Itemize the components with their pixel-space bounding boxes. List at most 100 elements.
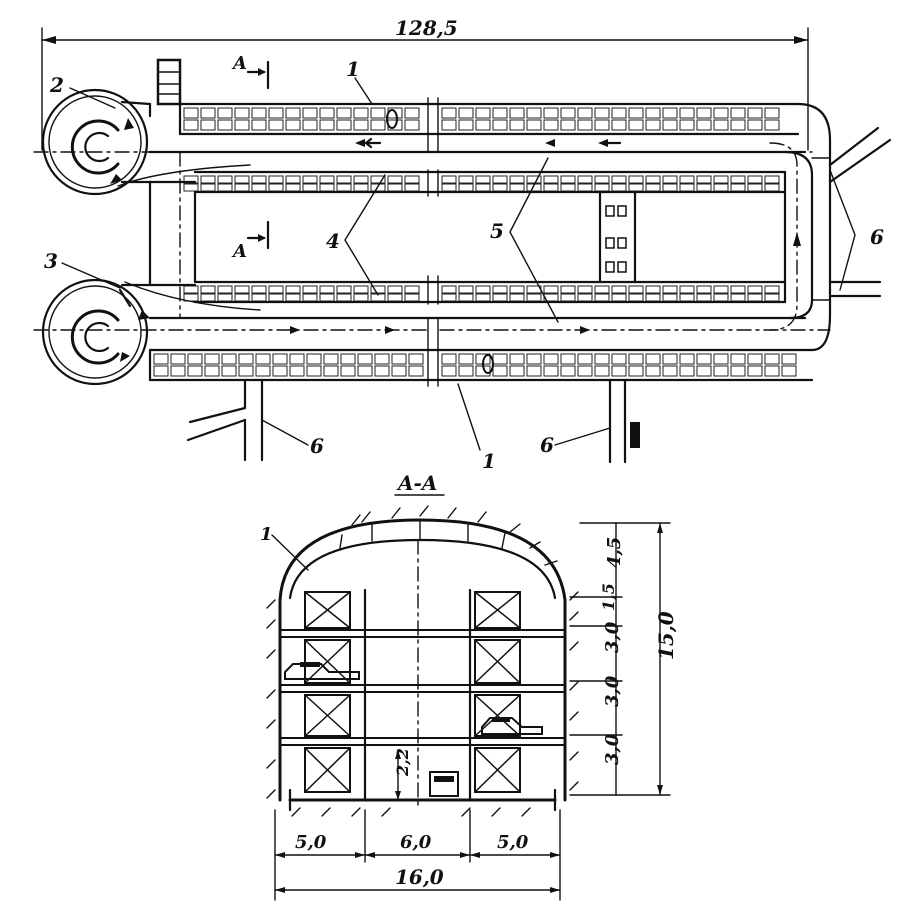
parking-bay bbox=[611, 285, 627, 294]
parking-bay bbox=[543, 119, 559, 131]
ground-hatch bbox=[266, 505, 579, 817]
parking-bay bbox=[370, 107, 386, 119]
parking-bay bbox=[204, 353, 220, 365]
parking-bay bbox=[662, 183, 678, 192]
parking-bay bbox=[319, 285, 335, 294]
height-label-1: 4,5 bbox=[604, 537, 625, 568]
parking-bay bbox=[645, 119, 661, 131]
storage-rack bbox=[474, 591, 521, 629]
parking-bay bbox=[404, 107, 420, 119]
inner-ramp-marks bbox=[605, 205, 627, 273]
parking-bay bbox=[560, 353, 576, 365]
floor-slabs bbox=[279, 629, 566, 746]
parking-bay bbox=[662, 119, 678, 131]
parking-bay bbox=[645, 175, 661, 184]
parking-bay bbox=[217, 107, 233, 119]
storage-rack bbox=[474, 747, 521, 793]
callout-6-left: 6 bbox=[310, 434, 324, 458]
parking-bay bbox=[234, 285, 250, 294]
parking-bay bbox=[200, 293, 216, 302]
parking-bay bbox=[323, 353, 339, 365]
parking-bay bbox=[234, 107, 250, 119]
parking-bay bbox=[764, 119, 780, 131]
parking-bay bbox=[577, 183, 593, 192]
parking-bay bbox=[475, 107, 491, 119]
clearance-dimension: 2,2 bbox=[393, 748, 412, 801]
parking-bay bbox=[730, 175, 746, 184]
parking-bay bbox=[200, 285, 216, 294]
parking-bay bbox=[747, 353, 763, 365]
storage-rack bbox=[474, 639, 521, 684]
parking-bay bbox=[628, 293, 644, 302]
parking-bay bbox=[747, 119, 763, 131]
parking-bay bbox=[183, 107, 199, 119]
parking-bay bbox=[594, 107, 610, 119]
parking-bay bbox=[713, 293, 729, 302]
parking-bay bbox=[509, 353, 525, 365]
overall-length-label: 128,5 bbox=[395, 16, 458, 40]
parking-bay bbox=[730, 365, 746, 377]
parking-bay bbox=[458, 107, 474, 119]
parking-bay bbox=[713, 285, 729, 294]
parking-bay bbox=[441, 175, 457, 184]
parking-bay bbox=[492, 353, 508, 365]
parking-bay bbox=[764, 175, 780, 184]
parking-bay bbox=[319, 119, 335, 131]
parking-bay bbox=[577, 285, 593, 294]
parking-bay bbox=[577, 365, 593, 377]
parking-bay bbox=[730, 293, 746, 302]
height-label-5: 3,0 bbox=[602, 733, 623, 765]
parking-bay bbox=[492, 365, 508, 377]
storage-racks bbox=[304, 591, 521, 793]
parking-bay bbox=[458, 183, 474, 192]
car-icon bbox=[429, 771, 459, 797]
parking-bay bbox=[594, 353, 610, 365]
ramp-arrow-icon bbox=[138, 310, 150, 320]
callout-1-top: 1 bbox=[346, 57, 360, 81]
parking-bay bbox=[560, 183, 576, 192]
parking-bay bbox=[441, 285, 457, 294]
parking-bay bbox=[353, 183, 369, 192]
parking-bay bbox=[713, 119, 729, 131]
parking-bay bbox=[370, 175, 386, 184]
section-mark-label: A bbox=[231, 53, 247, 74]
height-label-3: 3,0 bbox=[602, 621, 623, 653]
parking-bay bbox=[696, 353, 712, 365]
right-turnaround bbox=[769, 102, 832, 352]
parking-bay bbox=[713, 175, 729, 184]
parking-bay bbox=[268, 175, 284, 184]
parking-bay bbox=[628, 353, 644, 365]
ramp-arrow-icon bbox=[120, 352, 130, 362]
up-arrow-icon bbox=[793, 232, 801, 246]
parking-bay bbox=[170, 353, 186, 365]
parking-bay bbox=[221, 353, 237, 365]
parking-bay bbox=[645, 285, 661, 294]
parking-bay bbox=[560, 175, 576, 184]
parking-bay bbox=[475, 183, 491, 192]
parking-bay bbox=[645, 353, 661, 365]
columns bbox=[363, 539, 472, 806]
overall-dimension: 128,5 bbox=[41, 16, 809, 151]
parking-bay bbox=[696, 365, 712, 377]
parking-bay bbox=[234, 175, 250, 184]
parking-bay bbox=[319, 183, 335, 192]
parking-bay bbox=[509, 119, 525, 131]
ramp-2 bbox=[41, 88, 251, 196]
upper-lane bbox=[148, 102, 807, 194]
parking-bay bbox=[200, 119, 216, 131]
parking-bay bbox=[594, 293, 610, 302]
callout-6-right-bottom: 6 bbox=[540, 433, 554, 457]
parking-bay bbox=[251, 175, 267, 184]
parking-bay bbox=[458, 293, 474, 302]
callout-1-bottom: 1 bbox=[482, 449, 496, 473]
parking-bay bbox=[679, 353, 695, 365]
parking-bay bbox=[509, 175, 525, 184]
parking-bay bbox=[319, 175, 335, 184]
parking-bay bbox=[543, 175, 559, 184]
parking-bay bbox=[285, 285, 301, 294]
exit-right bbox=[828, 126, 892, 298]
vertical-dimensions bbox=[569, 522, 671, 796]
section-callout-1: 1 bbox=[260, 524, 273, 545]
storage-rack bbox=[304, 747, 351, 793]
